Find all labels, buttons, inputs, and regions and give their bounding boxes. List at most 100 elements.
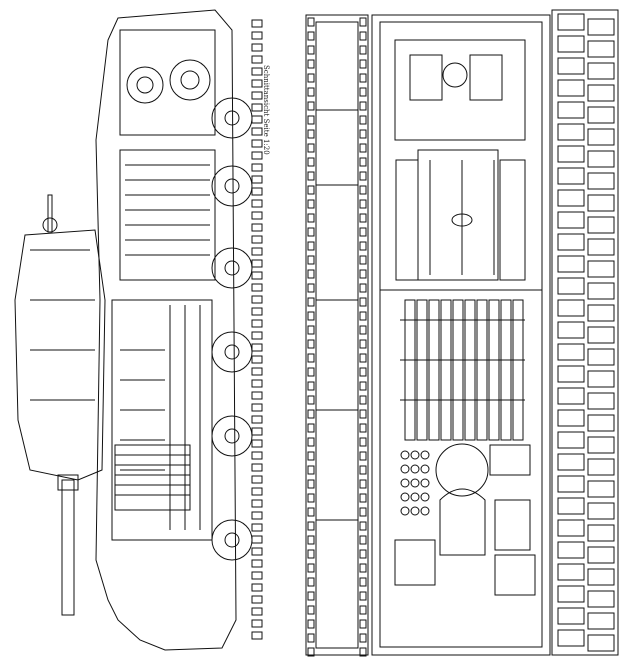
- track-tooth: [307, 73, 315, 83]
- track-link: [587, 458, 615, 476]
- track-tooth: [307, 101, 315, 111]
- track-link: [587, 172, 615, 190]
- track-tooth: [307, 479, 315, 489]
- track-tooth: [359, 115, 367, 125]
- track-link: [557, 365, 585, 383]
- ammo-tube: [452, 299, 464, 441]
- driver-seat: [439, 488, 486, 556]
- track-link: [557, 123, 585, 141]
- engine-compartment: [119, 29, 216, 136]
- track-link: [251, 451, 263, 460]
- track-link: [251, 295, 263, 304]
- track-link: [251, 559, 263, 568]
- track-tooth: [359, 87, 367, 97]
- track-link: [587, 84, 615, 102]
- track-link: [557, 211, 585, 229]
- track-link: [251, 199, 263, 208]
- track-tooth: [307, 185, 315, 195]
- track-link: [587, 216, 615, 234]
- left-track-band: [305, 14, 369, 656]
- track-link: [557, 35, 585, 53]
- fighting-compartment: [111, 299, 213, 541]
- track-tooth: [307, 325, 315, 335]
- ammo-tube: [416, 299, 428, 441]
- track-tooth: [359, 395, 367, 405]
- track-link: [251, 259, 263, 268]
- shell-base: [400, 450, 410, 460]
- track-tooth: [307, 437, 315, 447]
- track-link: [251, 67, 263, 76]
- shell-base: [400, 492, 410, 502]
- side-track: [251, 19, 263, 640]
- track-tooth: [359, 619, 367, 629]
- track-tooth: [359, 297, 367, 307]
- track-tooth: [359, 367, 367, 377]
- track-tooth: [307, 353, 315, 363]
- track-tooth: [359, 325, 367, 335]
- track-tooth: [307, 213, 315, 223]
- track-tooth: [307, 493, 315, 503]
- track-tooth: [307, 619, 315, 629]
- track-link: [557, 321, 585, 339]
- track-tooth: [307, 171, 315, 181]
- ammunition-rack: [114, 444, 191, 511]
- track-link: [587, 502, 615, 520]
- gun-barrel: [61, 479, 75, 616]
- track-link: [251, 55, 263, 64]
- track-tooth: [307, 45, 315, 55]
- track-tooth: [307, 297, 315, 307]
- track-link: [587, 304, 615, 322]
- shell-base: [400, 464, 410, 474]
- track-tooth: [307, 115, 315, 125]
- track-tooth: [359, 605, 367, 615]
- track-link: [251, 103, 263, 112]
- track-tooth: [359, 423, 367, 433]
- track-link: [251, 463, 263, 472]
- track-link: [557, 519, 585, 537]
- track-link: [557, 57, 585, 75]
- track-tooth: [359, 185, 367, 195]
- track-link: [587, 612, 615, 630]
- engine-fan-left: [126, 66, 164, 104]
- track-link: [251, 31, 263, 40]
- track-link: [251, 535, 263, 544]
- shell-base: [420, 492, 430, 502]
- track-link: [251, 283, 263, 292]
- track-link: [251, 511, 263, 520]
- track-tooth: [307, 409, 315, 419]
- track-link: [557, 299, 585, 317]
- track-tooth: [359, 311, 367, 321]
- track-link: [557, 497, 585, 515]
- track-link: [587, 414, 615, 432]
- track-tooth: [307, 269, 315, 279]
- track-tooth: [359, 255, 367, 265]
- track-tooth: [359, 129, 367, 139]
- track-link: [587, 480, 615, 498]
- track-link: [251, 79, 263, 88]
- shell-base: [410, 478, 420, 488]
- track-link: [587, 436, 615, 454]
- track-link: [251, 271, 263, 280]
- track-tooth: [307, 507, 315, 517]
- shell-base: [410, 464, 420, 474]
- track-tooth: [359, 73, 367, 83]
- track-link: [251, 223, 263, 232]
- track-tooth: [359, 381, 367, 391]
- track-link: [251, 499, 263, 508]
- track-tooth: [359, 59, 367, 69]
- track-link: [251, 439, 263, 448]
- track-tooth: [359, 269, 367, 279]
- track-link: [557, 255, 585, 273]
- track-tooth: [307, 59, 315, 69]
- track-link: [557, 79, 585, 97]
- track-link: [587, 546, 615, 564]
- track-tooth: [307, 535, 315, 545]
- track-tooth: [359, 213, 367, 223]
- track-link: [587, 40, 615, 58]
- track-link: [557, 475, 585, 493]
- track-link: [587, 370, 615, 388]
- track-tooth: [307, 647, 315, 657]
- track-link: [587, 62, 615, 80]
- track-tooth: [307, 17, 315, 27]
- track-link: [251, 139, 263, 148]
